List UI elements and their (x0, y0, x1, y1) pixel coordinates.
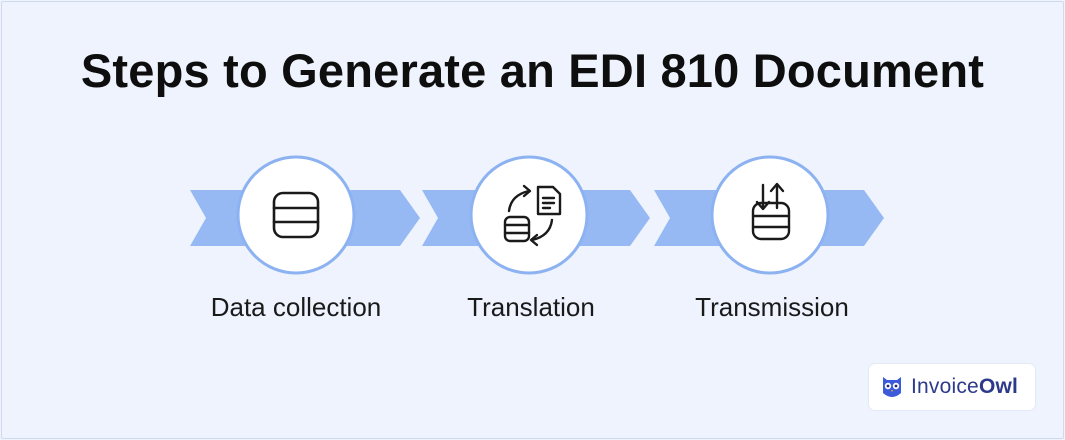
step-node-2 (469, 155, 589, 275)
step-label-data-collection: Data collection (210, 292, 382, 322)
sync-document-icon (503, 184, 562, 247)
brand-name-bold: Owl (978, 375, 1019, 398)
brand-name: InvoiceOwl (911, 375, 1018, 399)
page-title: Steps to Generate an EDI 810 Document (80, 44, 985, 97)
step-node-3 (710, 155, 830, 275)
database-transfer-icon (751, 182, 791, 241)
brand-name-regular: Invoice (911, 375, 979, 398)
invoiceowl-logo: InvoiceOwl (869, 364, 1035, 410)
database-icon (272, 191, 320, 239)
owl-icon (883, 377, 901, 397)
step-label-translation: Translation (467, 292, 595, 322)
step-node-1 (236, 155, 356, 275)
step-label-transmission: Transmission (695, 292, 849, 322)
